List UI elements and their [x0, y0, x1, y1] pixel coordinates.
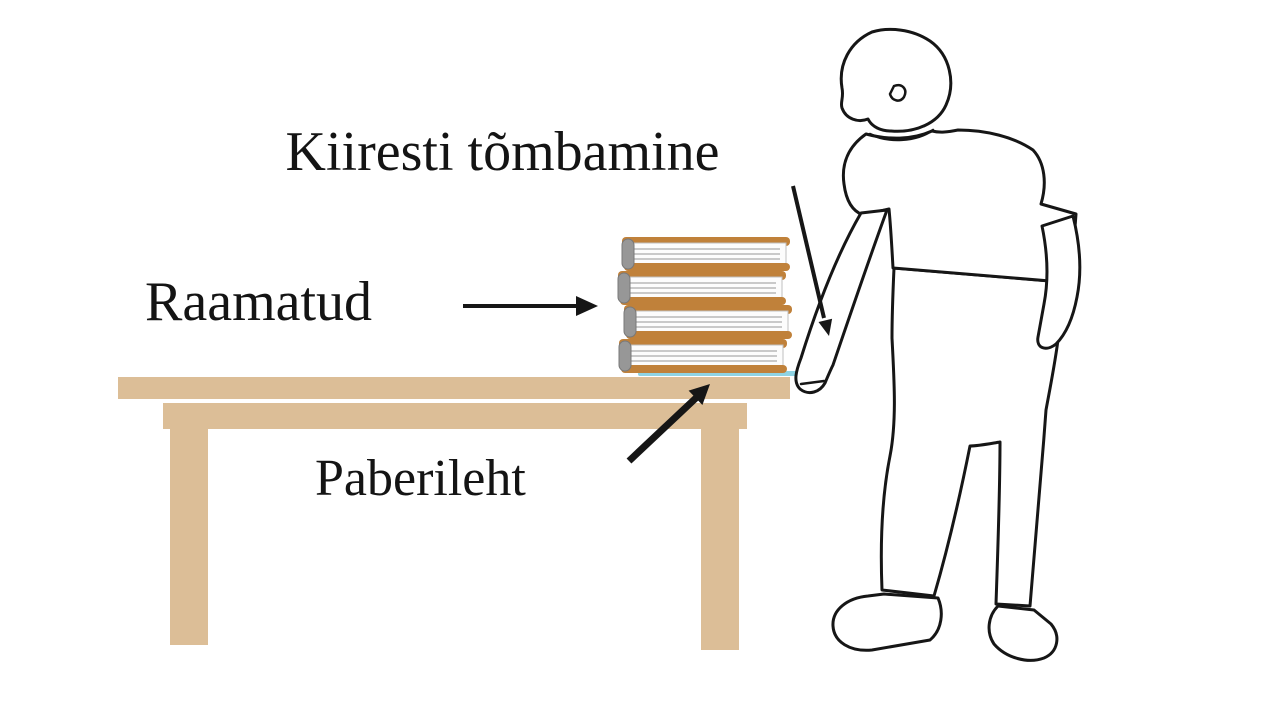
annotation-arrows — [463, 185, 833, 464]
person-head — [839, 27, 953, 133]
book — [623, 305, 792, 339]
book-stack — [617, 237, 792, 373]
label-paper-sheet: Paberileht — [315, 450, 526, 507]
arrow-books — [463, 296, 598, 316]
person-legs — [879, 266, 1064, 608]
person-outline — [794, 27, 1082, 662]
person-torso — [841, 128, 1078, 284]
person-shoe-right — [987, 604, 1059, 662]
table-leg-left — [170, 429, 208, 645]
label-books: Raamatud — [145, 271, 373, 333]
table-apron — [163, 403, 747, 429]
person-arm-reaching — [794, 208, 889, 395]
arrow-paper — [626, 384, 710, 464]
book — [618, 339, 787, 373]
person-hand-finger-line — [799, 379, 826, 386]
arrow-fast-pull — [791, 185, 833, 336]
person-ear — [888, 84, 907, 102]
person-arm-hanging — [1036, 214, 1082, 350]
person-collar — [868, 128, 935, 142]
label-fast-pull: Kiiresti tõmbamine — [285, 121, 720, 183]
book — [617, 271, 786, 305]
book — [621, 237, 790, 271]
person-shoe-left — [831, 592, 943, 652]
table — [118, 377, 790, 650]
table-top — [118, 377, 790, 399]
table-leg-right — [701, 429, 739, 650]
